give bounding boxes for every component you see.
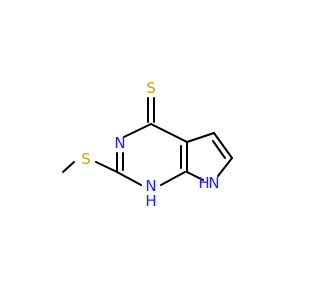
atom-n1-hydrogen: H: [145, 192, 156, 210]
bond-c2-n1: [116, 171, 142, 186]
atom-thione-s: S: [146, 79, 156, 97]
atom-n1: N: [145, 177, 156, 195]
atom-labels: S N S N H H N: [81, 79, 219, 210]
atom-n3: N: [114, 134, 125, 152]
molecule-canvas: S N S N H H N: [62, 79, 233, 210]
molecule-structure: S N S N H H N: [62, 79, 233, 210]
atom-n7: N: [208, 174, 219, 192]
atom-thioether-s: S: [81, 150, 91, 168]
bond-n1-c7a: [160, 171, 186, 186]
bond-c6-n7: [217, 157, 233, 177]
bond-c5-c6-a: [213, 132, 233, 159]
bond-c4a-c5: [186, 132, 215, 143]
bond-sme-ch3: [62, 161, 75, 173]
bond-c4-n3: [123, 123, 152, 138]
bond-n7-c7a: [186, 171, 204, 181]
bond-c4-c4a: [150, 123, 188, 143]
atom-n7-hydrogen: H: [198, 174, 209, 192]
bond-c2-sme: [95, 161, 118, 173]
bond-c5-c6-b: [212, 140, 226, 159]
bonds: [62, 97, 233, 186]
